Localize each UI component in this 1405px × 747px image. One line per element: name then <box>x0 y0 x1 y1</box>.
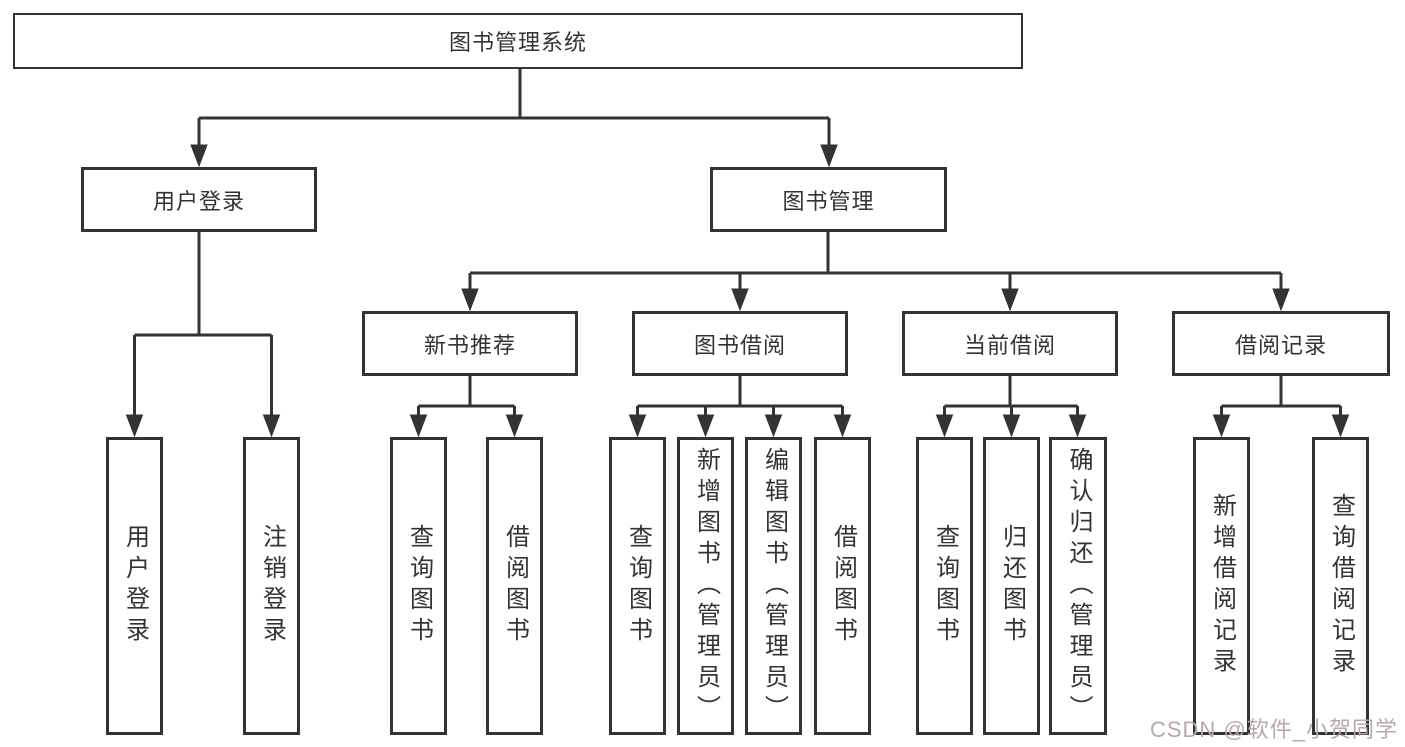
leaf-user-login: 用户登录 <box>106 437 163 735</box>
leaf-query-borrow-record-label: 查询借阅记录 <box>1327 493 1355 679</box>
node-borrow-records: 借阅记录 <box>1172 311 1390 376</box>
node-root-label: 图书管理系统 <box>448 30 587 55</box>
arrowhead-icon <box>1272 288 1290 312</box>
node-borrow-records-label: 借阅记录 <box>1234 332 1327 358</box>
leaf-query-books-current-label: 查询图书 <box>931 524 959 648</box>
arrowhead-icon <box>764 414 783 438</box>
leaf-confirm-return-admin: 确认归还（管理员） <box>1049 437 1107 735</box>
connector-book-mgmt-to-level3 <box>468 232 1283 292</box>
connector-current-borrow-to-leaves <box>943 376 1079 421</box>
node-book-borrow-label: 图书借阅 <box>693 332 786 358</box>
arrowhead-icon <box>461 288 479 312</box>
node-user-login: 用户登录 <box>81 167 317 232</box>
arrowhead-icon <box>125 414 144 438</box>
node-current-borrow: 当前借阅 <box>902 311 1118 376</box>
leaf-return-book: 归还图书 <box>983 437 1040 735</box>
arrowhead-icon <box>935 414 954 438</box>
node-user-login-label: 用户登录 <box>152 188 245 214</box>
leaf-edit-book-admin: 编辑图书（管理员） <box>745 437 802 735</box>
arrowhead-icon <box>696 414 715 438</box>
node-book-management: 图书管理 <box>710 167 947 232</box>
node-current-borrow-label: 当前借阅 <box>963 332 1056 358</box>
connector-paths <box>133 68 1342 421</box>
leaf-logout: 注销登录 <box>243 437 300 735</box>
arrowhead-icon <box>820 144 838 168</box>
arrowhead-icon <box>1331 414 1350 438</box>
node-book-management-label: 图书管理 <box>782 188 875 214</box>
arrowhead-icon <box>1002 414 1021 438</box>
arrowhead-icon <box>409 414 428 438</box>
leaf-query-books-recommend-label: 查询图书 <box>405 524 433 648</box>
arrowhead-icon <box>1068 414 1087 438</box>
node-root: 图书管理系统 <box>13 13 1023 69</box>
leaf-query-books-borrow-label: 查询图书 <box>624 524 652 648</box>
connector-user-login-to-leaves <box>133 232 273 419</box>
leaf-query-books-current: 查询图书 <box>916 437 973 735</box>
arrowhead-icon <box>505 414 524 438</box>
leaf-edit-book-admin-label: 编辑图书（管理员） <box>760 446 788 726</box>
leaf-add-borrow-record: 新增借阅记录 <box>1193 437 1250 735</box>
watermark: CSDN @软件_小贺同学 <box>1149 717 1398 742</box>
leaf-add-book-admin-label: 新增图书（管理员） <box>692 446 720 726</box>
leaf-add-book-admin: 新增图书（管理员） <box>677 437 734 735</box>
arrowhead-icon <box>628 414 647 438</box>
arrowhead-icon <box>731 288 749 312</box>
connector-new-book-to-leaves <box>417 376 516 421</box>
leaf-add-borrow-record-label: 新增借阅记录 <box>1208 493 1236 679</box>
connector-root-to-level2 <box>197 68 831 149</box>
leaf-query-borrow-record: 查询借阅记录 <box>1312 437 1369 735</box>
node-new-book-recommend: 新书推荐 <box>362 311 578 376</box>
leaf-borrow-books-recommend: 借阅图书 <box>486 437 543 735</box>
leaf-user-login-label: 用户登录 <box>121 524 149 648</box>
leaf-query-books-borrow: 查询图书 <box>609 437 666 735</box>
node-new-book-recommend-label: 新书推荐 <box>423 332 516 358</box>
leaf-borrow-books-recommend-label: 借阅图书 <box>501 524 529 648</box>
connector-book-borrow-to-leaves <box>636 376 844 421</box>
arrowhead-icon <box>1212 414 1231 438</box>
connector-borrow-records-to-leaves <box>1220 376 1342 421</box>
leaf-logout-label: 注销登录 <box>258 524 286 648</box>
leaf-borrow-books-label: 借阅图书 <box>829 524 857 648</box>
leaf-return-book-label: 归还图书 <box>998 524 1026 648</box>
arrowhead-icon <box>833 414 852 438</box>
arrowhead-icon <box>262 414 281 438</box>
leaf-borrow-books: 借阅图书 <box>814 437 871 735</box>
arrowhead-icon <box>190 144 208 168</box>
arrowheads <box>125 144 1350 438</box>
arrowhead-icon <box>1001 288 1019 312</box>
leaf-query-books-recommend: 查询图书 <box>390 437 447 735</box>
node-book-borrow: 图书借阅 <box>632 311 848 376</box>
leaf-confirm-return-admin-label: 确认归还（管理员） <box>1065 446 1092 726</box>
